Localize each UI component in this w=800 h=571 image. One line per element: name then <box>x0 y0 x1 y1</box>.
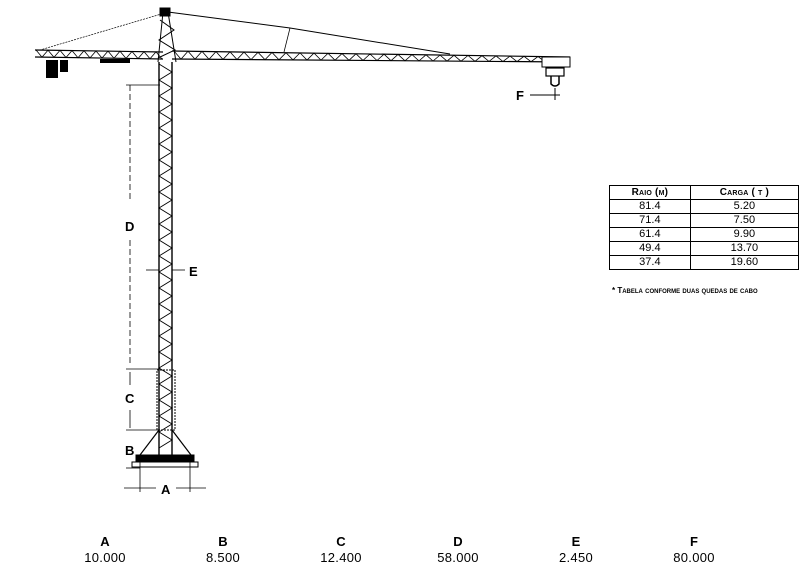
radius-cell: 81.4 <box>609 199 691 214</box>
dimension-value: 12.400 <box>320 550 362 565</box>
load-cell: 7.50 <box>689 213 800 228</box>
dimension-lines <box>124 84 206 492</box>
dimension-b: B 8.500 <box>178 534 268 566</box>
load-cell: 19.60 <box>689 255 800 270</box>
label-a: A <box>161 482 171 497</box>
radius-cell: 49.4 <box>609 241 691 256</box>
dimension-label: D <box>453 534 463 549</box>
radius-cell: 71.4 <box>609 213 691 228</box>
tower-mast <box>156 62 176 455</box>
table-row: 61.4 9.90 <box>609 227 800 242</box>
radius-cell: 61.4 <box>609 227 691 242</box>
dimension-values: A 10.000 B 8.500 C 12.400 D 58.000 E 2.4… <box>0 534 800 570</box>
dimension-label: C <box>336 534 346 549</box>
dimension-a: A 10.000 <box>60 534 150 566</box>
dimension-value: 10.000 <box>84 550 126 565</box>
column-header-radius: Raio (m) <box>609 185 691 200</box>
dimension-d: D 58.000 <box>413 534 503 566</box>
counter-jib <box>34 49 164 60</box>
table-row: 37.4 19.60 <box>609 255 800 270</box>
radius-cell: 37.4 <box>609 255 691 270</box>
label-c: C <box>125 391 135 406</box>
load-cell: 13.70 <box>689 241 800 256</box>
dimension-value: 8.500 <box>205 550 241 565</box>
tower-head <box>39 7 451 63</box>
dimension-label: A <box>100 534 110 549</box>
label-d: D <box>125 219 134 234</box>
label-f: F <box>516 88 524 103</box>
dimension-value: 80.000 <box>673 550 715 565</box>
counterweight <box>46 59 130 78</box>
dimension-label: B <box>218 534 228 549</box>
load-cell: 5.20 <box>689 199 800 214</box>
dimension-value: 2.450 <box>558 550 594 565</box>
table-row: 49.4 13.70 <box>609 241 800 256</box>
load-cell: 9.90 <box>689 227 800 242</box>
dimension-c: C 12.400 <box>296 534 386 566</box>
load-capacity-table: Raio (m) Carga ( t ) 81.4 5.20 71.4 7.50… <box>609 185 800 270</box>
table-footnote: * Tabela conforme duas quedas de cabo <box>612 286 758 295</box>
dimension-label: E <box>571 534 581 549</box>
jib <box>171 50 571 68</box>
table-row: 81.4 5.20 <box>609 199 800 214</box>
column-header-load: Carga ( t ) <box>689 185 800 200</box>
dimension-e: E 2.450 <box>531 534 621 566</box>
dimension-f: F 80.000 <box>649 534 739 566</box>
dimension-value: 58.000 <box>437 550 479 565</box>
dimension-label: F <box>690 534 698 549</box>
table-header-row: Raio (m) Carga ( t ) <box>609 185 800 200</box>
table-row: 71.4 7.50 <box>609 213 800 228</box>
label-b: B <box>125 443 134 458</box>
crane-base <box>131 429 199 468</box>
label-e: E <box>189 264 198 279</box>
hook-block <box>530 67 565 100</box>
